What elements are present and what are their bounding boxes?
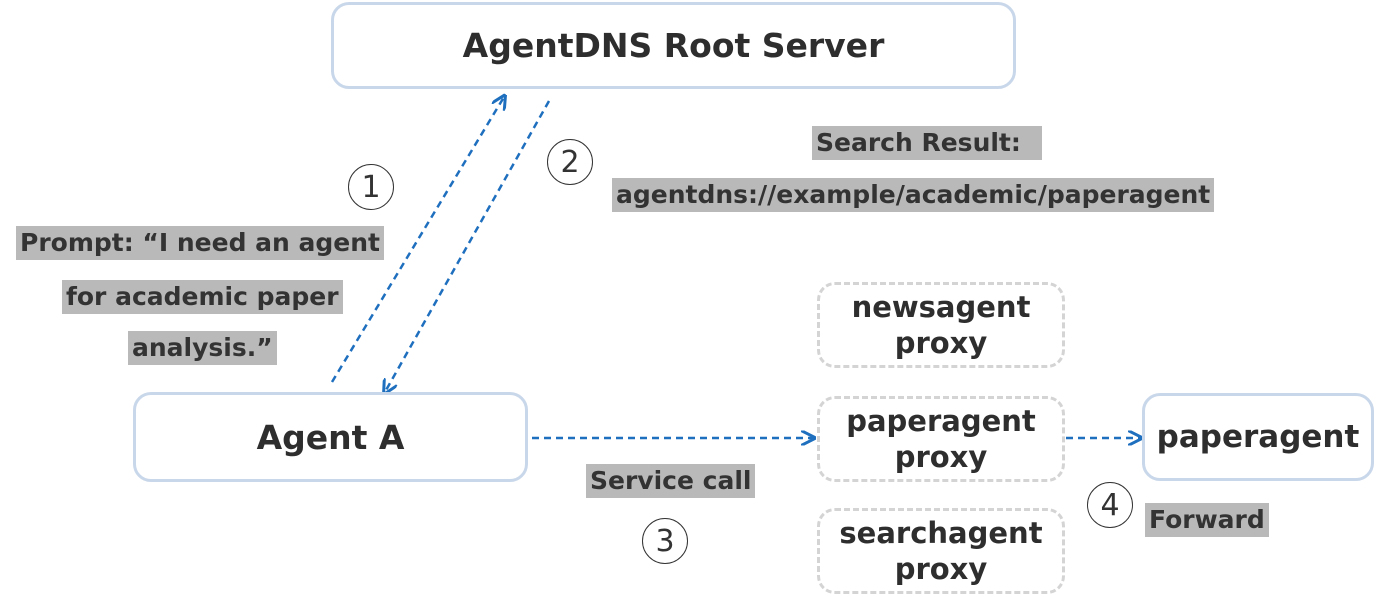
agent-a-label: Agent A bbox=[256, 417, 405, 457]
root-server-box: AgentDNS Root Server bbox=[331, 2, 1016, 89]
agent-a-box: Agent A bbox=[133, 392, 528, 482]
prompt-line-2: for academic paper bbox=[62, 280, 343, 314]
searchagent-proxy-label: searchagent proxy bbox=[839, 516, 1043, 586]
search-result-value: agentdns://example/academic/paperagent bbox=[612, 178, 1215, 212]
arrow-result-to-agent bbox=[385, 100, 551, 392]
newsagent-proxy-box: newsagent proxy bbox=[817, 282, 1065, 368]
paperagent-label: paperagent bbox=[1156, 419, 1360, 455]
newsagent-proxy-label: newsagent proxy bbox=[851, 290, 1031, 360]
search-result-label: Search Result: bbox=[812, 126, 1042, 160]
root-server-label: AgentDNS Root Server bbox=[462, 26, 885, 65]
step-4-marker: 4 bbox=[1087, 482, 1133, 528]
step-1-marker: 1 bbox=[348, 164, 394, 210]
step-3-marker: 3 bbox=[642, 518, 688, 564]
paperagent-proxy-label: paperagent proxy bbox=[846, 404, 1036, 474]
step-2-marker: 2 bbox=[547, 139, 593, 185]
prompt-line-1: Prompt: “I need an agent bbox=[16, 226, 385, 260]
arrow-prompt-to-root bbox=[330, 97, 504, 383]
forward-label: Forward bbox=[1145, 503, 1269, 537]
service-call-label: Service call bbox=[586, 464, 756, 498]
searchagent-proxy-box: searchagent proxy bbox=[817, 508, 1065, 594]
paperagent-proxy-box: paperagent proxy bbox=[817, 396, 1065, 482]
paperagent-box: paperagent bbox=[1142, 393, 1374, 481]
prompt-line-3: analysis.” bbox=[128, 331, 277, 365]
